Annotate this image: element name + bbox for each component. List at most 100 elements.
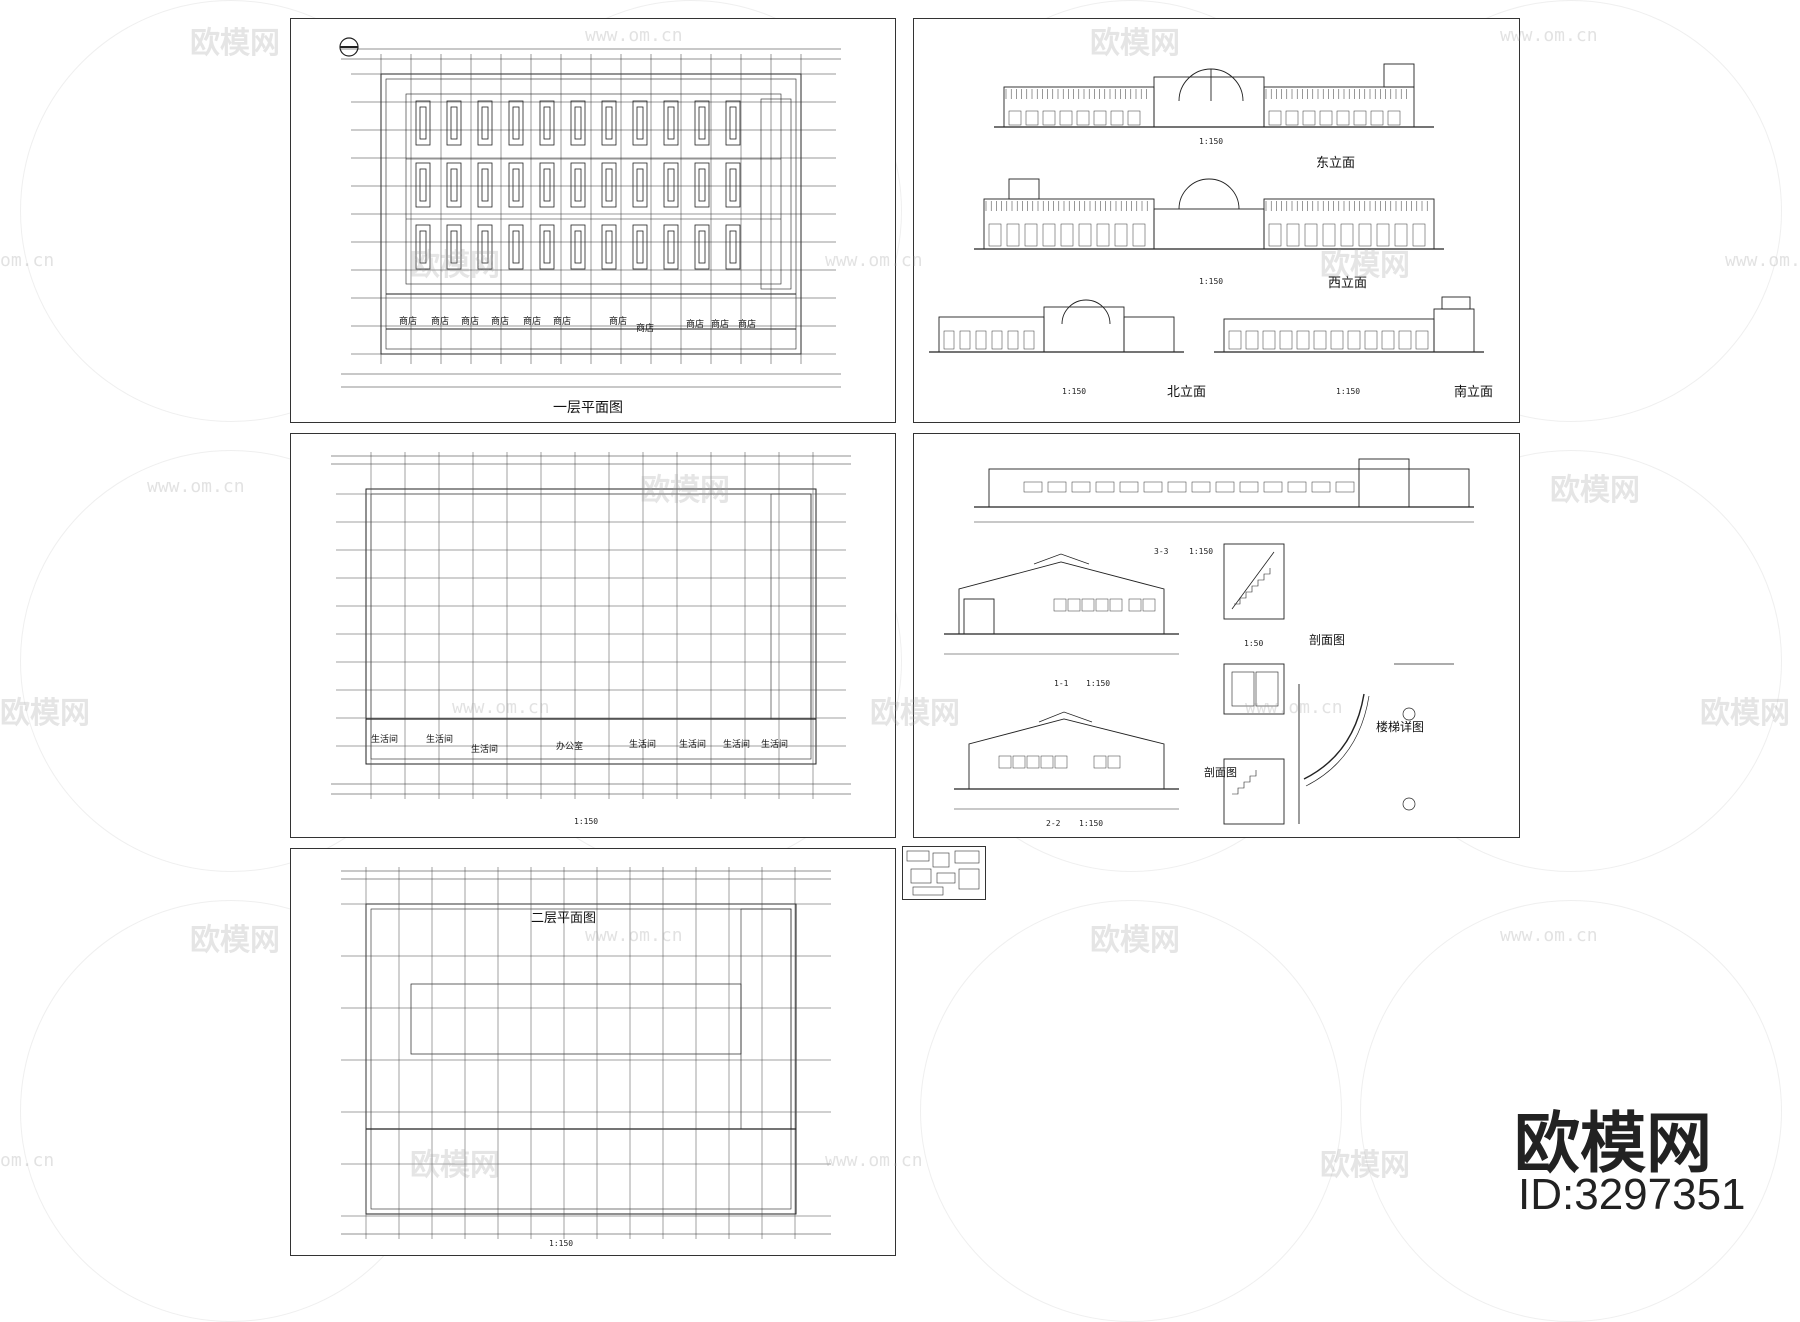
drawing-rect xyxy=(1370,110,1384,126)
drawing-rect xyxy=(729,106,737,140)
drawing-rect xyxy=(1286,223,1300,247)
panel-mid-plan: 1:150 生活间 生活间 生活间 办公室 生活间 生活间 生活间 生活间 xyxy=(290,433,896,838)
shop-label: 商店 xyxy=(553,317,572,327)
drawing-rect xyxy=(512,168,520,202)
drawing-rect xyxy=(1394,223,1408,247)
drawing-rect xyxy=(419,168,427,202)
shop-label: 商店 xyxy=(711,320,730,330)
drawing-rect xyxy=(636,106,644,140)
drawing-rect xyxy=(1132,223,1146,247)
drawing-rect xyxy=(601,162,617,208)
brand-name: 欧模网 xyxy=(1514,1105,1712,1182)
brand-id: ID:3297351 xyxy=(1518,1170,1746,1219)
shop-label: 商店 xyxy=(523,317,542,327)
drawing-rect xyxy=(1114,223,1128,247)
drawing-rect xyxy=(570,162,586,208)
east-elevation-title: 东立面 xyxy=(1316,156,1356,171)
drawing-rect xyxy=(1415,330,1429,350)
drawing-rect xyxy=(446,100,462,146)
drawing-rect xyxy=(450,230,458,264)
mid-plan-drawing xyxy=(331,452,851,799)
drawing-rect xyxy=(508,224,524,270)
section-2-2-label: 2-2 xyxy=(1046,819,1061,828)
drawing-rect xyxy=(508,100,524,146)
west-elevation-scale: 1:150 xyxy=(1199,277,1224,286)
drawing-rect xyxy=(1239,481,1259,493)
drawing-rect xyxy=(1381,330,1395,350)
shop-label: 商店 xyxy=(738,320,757,330)
drawing-rect xyxy=(667,106,675,140)
drawing-rect xyxy=(1042,223,1056,247)
drawing-rect xyxy=(446,224,462,270)
drawing-rect xyxy=(1412,223,1426,247)
south-elevation-title: 南立面 xyxy=(1454,385,1494,400)
drawing-rect xyxy=(1296,330,1310,350)
drawing-rect xyxy=(481,230,489,264)
drawing-rect xyxy=(1302,110,1316,126)
section-1-1-scale: 1:150 xyxy=(1086,679,1111,688)
watermark-logo: 欧模网 xyxy=(1550,473,1640,508)
shop-label: 商店 xyxy=(491,317,510,327)
drawing-rect xyxy=(415,224,431,270)
drawing-rect xyxy=(1110,110,1124,126)
drawing-rect xyxy=(636,168,644,202)
drawing-rect xyxy=(632,224,648,270)
drawing-rect xyxy=(1127,110,1141,126)
drawing-rect xyxy=(539,224,555,270)
shop-label: 商店 xyxy=(461,317,480,327)
watermark-url: www.om.cn xyxy=(147,476,245,497)
drawing-rect xyxy=(1128,598,1142,612)
drawing-rect xyxy=(1107,755,1121,769)
shop-label: 商店 xyxy=(686,320,705,330)
second-floor-drawing xyxy=(341,867,831,1239)
first-floor-title: 一层平面图 xyxy=(553,400,623,416)
drawing-rect xyxy=(1109,598,1123,612)
shop-label: 商店 xyxy=(431,317,450,327)
drawing-rect xyxy=(605,106,613,140)
drawing-rect xyxy=(574,230,582,264)
drawing-rect xyxy=(1040,755,1054,769)
drawing-rect xyxy=(574,168,582,202)
watermark-url: om.cn xyxy=(0,1150,55,1171)
drawing-rect xyxy=(415,162,431,208)
panel-thumbnail xyxy=(902,846,986,900)
watermark-logo: 欧模网 xyxy=(0,696,90,731)
drawing-rect xyxy=(1025,110,1039,126)
drawing-rect xyxy=(1026,755,1040,769)
watermark-url: www.om.cn xyxy=(1725,250,1800,271)
drawing-rect xyxy=(1268,223,1282,247)
drawing-rect xyxy=(943,330,955,350)
drawing-rect xyxy=(1387,110,1401,126)
drawing-rect xyxy=(1279,330,1293,350)
drawing-rect xyxy=(539,162,555,208)
panel-sections: 3-3 1:150 1-1 1:150 2-2 1:150 剖面图 1:50 剖… xyxy=(913,433,1520,838)
room-label: 生活间 xyxy=(471,745,499,755)
drawing-rect xyxy=(1353,110,1367,126)
drawing-rect xyxy=(419,106,427,140)
watermark-logo: 欧模网 xyxy=(1700,696,1790,731)
watermark-logo: 欧模网 xyxy=(190,26,280,61)
drawing-rect xyxy=(1263,481,1283,493)
drawing-rect xyxy=(632,162,648,208)
drawing-rect xyxy=(729,230,737,264)
drawing-rect xyxy=(1059,110,1073,126)
drawing-rect xyxy=(508,162,524,208)
drawing-rect xyxy=(543,106,551,140)
drawing-rect xyxy=(1023,481,1043,493)
drawing-rect xyxy=(1167,481,1187,493)
drawing-rect xyxy=(1095,598,1109,612)
mid-plan-scale: 1:150 xyxy=(574,817,599,826)
drawing-rect xyxy=(1364,330,1378,350)
drawing-rect xyxy=(1081,598,1095,612)
east-elevation-scale: 1:150 xyxy=(1199,137,1224,146)
drawing-rect xyxy=(1008,110,1022,126)
watermark-url: www.om.cn xyxy=(1500,925,1598,946)
stair-scale: 1:50 xyxy=(1244,639,1264,648)
drawing-rect xyxy=(998,755,1012,769)
drawing-rect xyxy=(419,230,427,264)
drawing-rect xyxy=(543,168,551,202)
panel-first-floor-plan: 一层平面图 商店 商店 商店 商店 商店 商店 商店 商店 商店 商店 商店 xyxy=(290,18,896,423)
drawing-rect xyxy=(605,168,613,202)
room-label: 生活间 xyxy=(371,735,399,745)
watermark-circle xyxy=(920,900,1342,1322)
